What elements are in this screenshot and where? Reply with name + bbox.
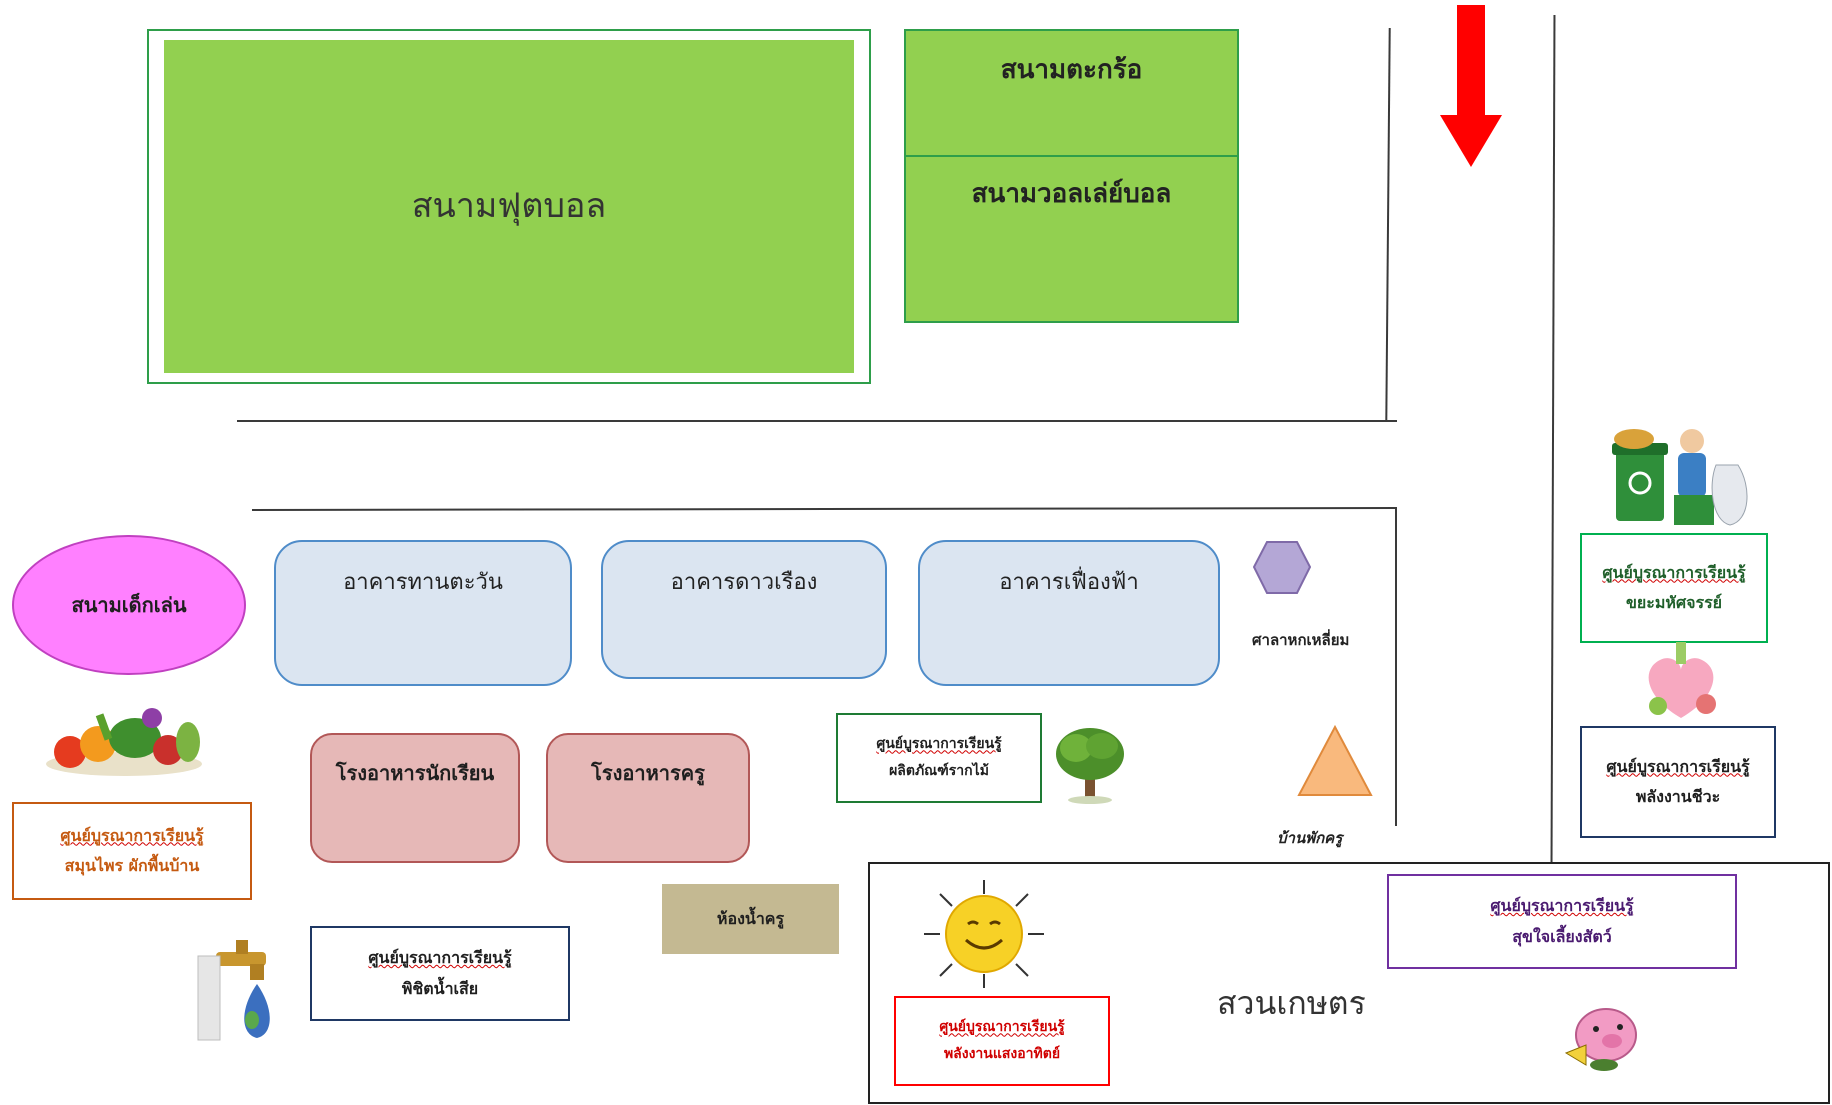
building-blue-sky: อาคารเฟื่องฟ้า	[918, 540, 1220, 686]
road-line-middle	[251, 507, 1398, 511]
building-star-label: อาคารดาวเรือง	[670, 570, 818, 595]
playground-label: สนามเด็กเล่น	[71, 593, 187, 617]
learning-center-animals-line2: สุขใจเลี้ยงสัตว์	[1512, 926, 1612, 946]
biogas-icon	[1636, 640, 1726, 722]
tree-icon	[1052, 722, 1128, 804]
learning-center-tree: ศูนย์บูรณาการเรียนรู้ ผลิตภัณฑ์รากไม้	[836, 713, 1042, 803]
football-field: สนามฟุตบอล	[147, 29, 871, 384]
learning-center-wastewater: ศูนย์บูรณาการเรียนรู้ พิชิตน้ำเสีย	[310, 926, 570, 1021]
takraw-court: สนามตะกร้อ	[904, 29, 1239, 157]
teacher-house-label: บ้านพักครู	[1277, 829, 1343, 847]
road-line-vertical-c	[1550, 14, 1556, 864]
road-line-top	[237, 420, 1397, 422]
learning-center-bioenergy-line2: พลังงานชีวะ	[1635, 787, 1721, 806]
volleyball-court-label: สนามวอลเล่ย์บอล	[971, 179, 1172, 209]
building-blue-sky-label: อาคารเฟื่องฟ้า	[999, 570, 1139, 595]
football-field-inner: สนามฟุตบอล	[164, 40, 854, 373]
volleyball-court: สนามวอลเล่ย์บอล	[904, 155, 1239, 323]
football-field-label: สนามฟุตบอล	[411, 186, 607, 226]
restroom-label: ห้องน้ำครู	[716, 908, 785, 928]
triangle-icon	[1297, 724, 1373, 797]
learning-center-herb-line2: สมุนไพร ผักพื้นบ้าน	[64, 856, 200, 875]
building-sunflower-label: อาคารทานตะวัน	[343, 570, 503, 595]
learning-center-waste: ศูนย์บูรณาการเรียนรู้ ขยะมหัศจรรย์	[1580, 533, 1768, 643]
learning-center-tree-line1: ศูนย์บูรณาการเรียนรู้	[876, 736, 1002, 753]
agricultural-garden-label: สวนเกษตร	[1217, 984, 1366, 1022]
building-sunflower: อาคารทานตะวัน	[274, 540, 572, 686]
road-line-vertical-b	[1395, 508, 1397, 826]
canteen-teacher: โรงอาหารครู	[546, 733, 750, 863]
canteen-student: โรงอาหารนักเรียน	[310, 733, 520, 863]
learning-center-herb-line1: ศูนย์บูรณาการเรียนรู้	[60, 825, 204, 845]
pig-icon	[1564, 1003, 1642, 1075]
takraw-court-label: สนามตะกร้อ	[1000, 55, 1143, 85]
road-line-vertical-a	[1385, 27, 1391, 423]
learning-center-herb: ศูนย์บูรณาการเรียนรู้ สมุนไพร ผักพื้นบ้า…	[12, 802, 252, 900]
down-arrow-icon	[1440, 5, 1502, 167]
sun-icon	[918, 880, 1050, 988]
learning-center-tree-line2: ผลิตภัณฑ์รากไม้	[889, 763, 989, 779]
water-tap-icon	[196, 934, 286, 1042]
pavilion-label: ศาลาหกเหลี่ยม	[1252, 631, 1350, 649]
learning-center-solar-line1: ศูนย์บูรณาการเรียนรู้	[939, 1019, 1065, 1036]
canteen-teacher-label: โรงอาหารครู	[591, 761, 705, 785]
learning-center-waste-line2: ขยะมหัศจรรย์	[1625, 593, 1723, 612]
hexagon-icon	[1252, 540, 1312, 595]
learning-center-bioenergy: ศูนย์บูรณาการเรียนรู้ พลังงานชีวะ	[1580, 726, 1776, 838]
learning-center-wastewater-line1: ศูนย์บูรณาการเรียนรู้	[368, 948, 512, 968]
vegetables-icon	[40, 694, 208, 780]
canteen-student-label: โรงอาหารนักเรียน	[335, 761, 495, 785]
playground: สนามเด็กเล่น	[12, 535, 246, 675]
learning-center-waste-line1: ศูนย์บูรณาการเรียนรู้	[1602, 562, 1746, 582]
recycle-bin-icon	[1612, 421, 1754, 529]
learning-center-animals: ศูนย์บูรณาการเรียนรู้ สุขใจเลี้ยงสัตว์	[1387, 874, 1737, 969]
learning-center-animals-line1: ศูนย์บูรณาการเรียนรู้	[1490, 896, 1634, 916]
learning-center-solar: ศูนย์บูรณาการเรียนรู้ พลังงานแสงอาทิตย์	[894, 996, 1110, 1086]
learning-center-bioenergy-line1: ศูนย์บูรณาการเรียนรู้	[1606, 756, 1750, 776]
learning-center-wastewater-line2: พิชิตน้ำเสีย	[401, 978, 479, 998]
restroom: ห้องน้ำครู	[662, 884, 839, 954]
building-star: อาคารดาวเรือง	[601, 540, 887, 679]
learning-center-solar-line2: พลังงานแสงอาทิตย์	[943, 1046, 1061, 1062]
